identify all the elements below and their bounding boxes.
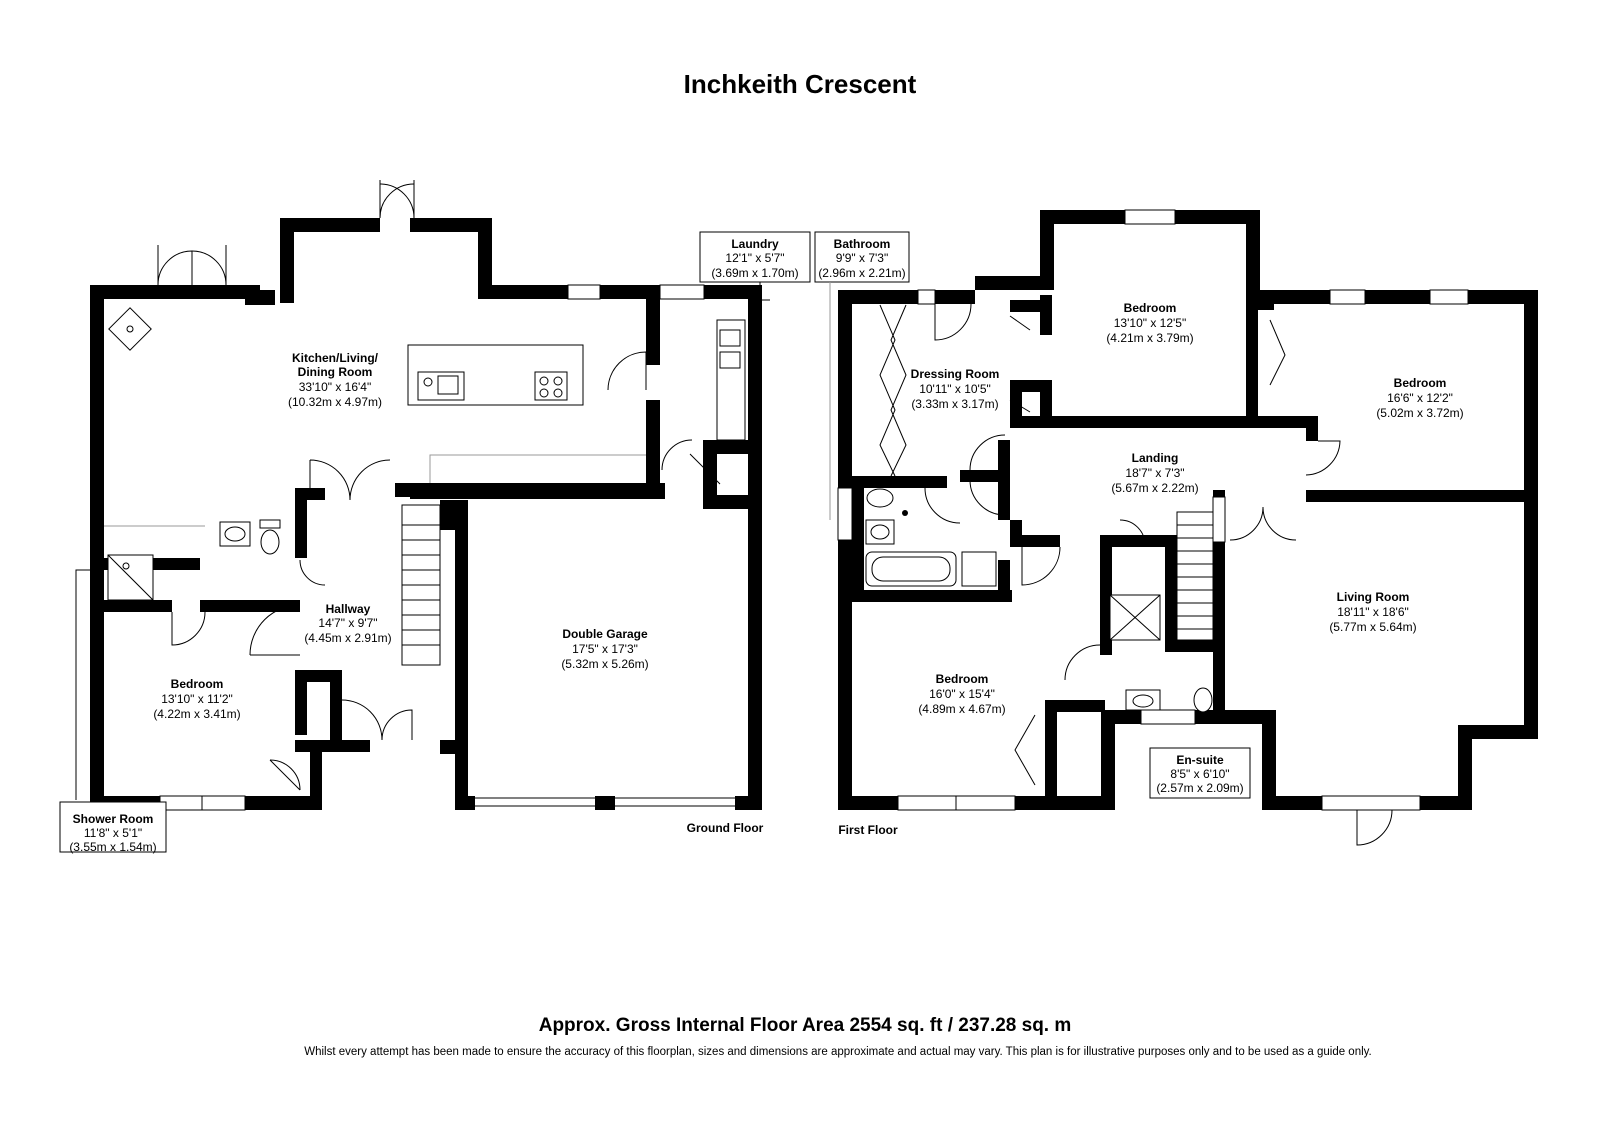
shower-room-fixtures xyxy=(107,519,281,601)
plan-title: Inchkeith Crescent xyxy=(684,69,917,99)
ensuite-callout xyxy=(1149,747,1251,799)
bedroom1-metric: (4.21m x 3.79m) xyxy=(1106,331,1193,345)
hallway-name: Hallway xyxy=(326,602,371,616)
laundry-callout xyxy=(699,231,811,283)
shower-icon xyxy=(961,551,997,587)
landing-metric: (5.67m x 2.22m) xyxy=(1111,481,1198,495)
bedroom2-metric: (5.02m x 3.72m) xyxy=(1376,406,1463,420)
laundry-name: Laundry xyxy=(731,237,779,251)
garage-metric: (5.32m x 5.26m) xyxy=(561,657,648,671)
dressing-metric: (3.33m x 3.17m) xyxy=(911,397,998,411)
ground-floor xyxy=(59,180,811,853)
shower-room-leader xyxy=(75,569,90,800)
first-stairs xyxy=(1176,511,1214,641)
bedroom1-imperial: 13'10" x 12'5" xyxy=(1114,316,1187,330)
gross-area: Approx. Gross Internal Floor Area 2554 s… xyxy=(539,1015,1072,1036)
hallway-imperial: 14'7" x 9'7" xyxy=(318,616,377,630)
dressing-imperial: 10'11" x 10'5" xyxy=(919,382,991,396)
bedroom2-imperial: 16'6" x 12'2" xyxy=(1387,391,1453,405)
living-name: Living Room xyxy=(1337,590,1410,604)
ensuite-window xyxy=(1140,709,1196,725)
ensuite-basin-icon xyxy=(1125,689,1161,711)
ground-bedroom-metric: (4.22m x 3.41m) xyxy=(153,707,240,721)
bedroom1-name: Bedroom xyxy=(1124,301,1177,315)
bedroom2-window-a xyxy=(1329,289,1366,305)
ground-floor-label: Ground Floor xyxy=(687,821,764,835)
ensuite-metric: (2.57m x 2.09m) xyxy=(1156,781,1243,795)
toilet-icon xyxy=(866,488,894,508)
laundry-doorway xyxy=(659,284,705,300)
ground-bedroom-imperial: 13'10" x 11'2" xyxy=(161,692,233,706)
ground-floor-labels: Kitchen/Living/ Dining Room 33'10" x 16'… xyxy=(69,237,798,854)
bathroom-fixtures xyxy=(865,488,997,587)
laundry-sink-icon xyxy=(719,329,741,347)
shower-room-name: Shower Room xyxy=(73,812,154,826)
ground-bedroom-name: Bedroom xyxy=(171,677,224,691)
hallway-metric: (4.45m x 2.91m) xyxy=(304,631,391,645)
ensuite-toilet-icon xyxy=(1193,687,1213,713)
kitchen-window xyxy=(567,284,601,300)
bedroom1-window xyxy=(1124,209,1176,225)
french-doors-top xyxy=(379,180,415,219)
bedroom3-imperial: 16'0" x 15'4" xyxy=(929,687,995,701)
first-floor-labels: Bathroom 9'9" x 7'3" (2.96m x 2.21m) Bed… xyxy=(818,237,1463,837)
living-metric: (5.77m x 5.64m) xyxy=(1329,620,1416,634)
ground-floor-walls xyxy=(90,218,762,810)
first-floor-label: First Floor xyxy=(838,823,898,837)
disclaimer: Whilst every attempt has been made to en… xyxy=(304,1046,1372,1058)
shower-room-callout xyxy=(59,801,167,853)
living-window xyxy=(1321,795,1421,811)
french-doors-left xyxy=(157,245,227,286)
shower-room-imperial: 11'8" x 5'1" xyxy=(84,826,142,840)
landing-imperial: 18'7" x 7'3" xyxy=(1125,466,1184,480)
landing-name: Landing xyxy=(1132,451,1179,465)
bedroom2-name: Bedroom xyxy=(1394,376,1447,390)
living-imperial: 18'11" x 18'6" xyxy=(1337,605,1409,619)
first-floor-walls xyxy=(838,210,1538,810)
stove-icon xyxy=(108,307,152,351)
ensuite-imperial: 8'5" x 6'10" xyxy=(1170,767,1229,781)
bedroom3-metric: (4.89m x 4.67m) xyxy=(918,702,1005,716)
garage-imperial: 17'5" x 17'3" xyxy=(572,642,638,656)
laundry-metric: (3.69m x 1.70m) xyxy=(711,266,798,280)
bathroom-imperial: 9'9" x 7'3" xyxy=(836,251,888,265)
first-floor xyxy=(814,209,1538,846)
kitchen-island xyxy=(407,344,584,406)
ensuite-fixtures xyxy=(1109,594,1213,713)
shower-room-metric: (3.55m x 1.54m) xyxy=(69,840,156,854)
dressing-name: Dressing Room xyxy=(911,367,1000,381)
bathroom-callout xyxy=(814,231,910,283)
ground-stairs xyxy=(401,504,441,666)
kitchen-imperial: 33'10" x 16'4" xyxy=(299,380,372,394)
bedroom3-name: Bedroom xyxy=(936,672,989,686)
hob-icon xyxy=(534,371,568,401)
garage-name: Double Garage xyxy=(562,627,648,641)
bathroom-metric: (2.96m x 2.21m) xyxy=(818,266,905,280)
laundry-imperial: 12'1" x 5'7" xyxy=(725,251,784,265)
bedroom2-window-b xyxy=(1429,289,1469,305)
basin-icon xyxy=(865,519,895,545)
bathroom-name: Bathroom xyxy=(834,237,891,251)
toilet-icon xyxy=(260,529,280,555)
ensuite-name: En-suite xyxy=(1176,753,1224,767)
kitchen-name-2: Dining Room xyxy=(298,365,373,379)
kitchen-metric: (10.32m x 4.97m) xyxy=(288,395,382,409)
kitchen-name: Kitchen/Living/ xyxy=(292,351,379,365)
